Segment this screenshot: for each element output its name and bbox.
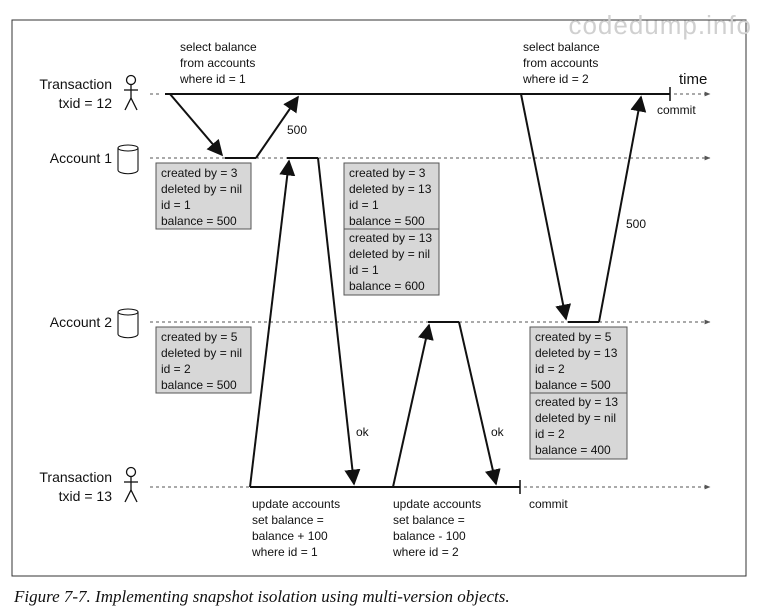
update-id1-arrows	[249, 157, 361, 488]
query-line: where id = 2	[392, 545, 459, 559]
transaction-12-timeline	[150, 87, 711, 101]
query-update-id2: update accounts set balance = balance - …	[392, 497, 481, 559]
record-account2-v2: created by = 13 deleted by = nil id = 2 …	[529, 392, 628, 460]
record-line: balance = 500	[535, 378, 611, 392]
transaction-13-label-line1: Transaction	[39, 469, 112, 485]
record-line: balance = 600	[349, 279, 425, 293]
record-line: created by = 3	[349, 166, 426, 180]
query-select-id2: select balance from accounts where id = …	[522, 40, 600, 86]
record-account1-v1: created by = 3 deleted by = nil id = 1 b…	[155, 162, 252, 230]
time-label: time	[679, 71, 707, 88]
query-update-id1: update accounts set balance = balance + …	[251, 497, 340, 559]
record-line: created by = 13	[349, 231, 432, 245]
query-line: update accounts	[393, 497, 481, 511]
record-line: created by = 13	[535, 395, 618, 409]
record-account2-v1: created by = 5 deleted by = nil id = 2 b…	[155, 326, 252, 394]
record-line: deleted by = nil	[161, 182, 242, 196]
return-label-update-id1: ok	[356, 425, 370, 439]
record-line: deleted by = 13	[535, 346, 618, 360]
record-account2-v1-deleted: created by = 5 deleted by = 13 id = 2 ba…	[529, 326, 628, 394]
account-1-label: Account 1	[50, 150, 112, 166]
update-id2-arrows	[392, 321, 501, 488]
account-2-label: Account 2	[50, 314, 112, 330]
query-line: select balance	[180, 40, 257, 54]
query-line: set balance =	[252, 513, 324, 527]
transaction-13-timeline	[150, 480, 711, 494]
record-account1-v2: created by = 13 deleted by = nil id = 1 …	[343, 228, 440, 296]
query-line: from accounts	[180, 56, 255, 70]
select-id2-arrows	[520, 93, 647, 323]
record-line: created by = 5	[161, 330, 238, 344]
return-label-select-id1: 500	[287, 123, 307, 137]
query-line: balance + 100	[252, 529, 328, 543]
record-line: id = 1	[161, 198, 191, 212]
record-line: balance = 500	[349, 214, 425, 228]
query-select-id1: select balance from accounts where id = …	[179, 40, 257, 86]
account-1-database-icon	[117, 144, 139, 175]
query-line: select balance	[523, 40, 600, 54]
record-line: id = 1	[349, 263, 379, 277]
record-line: id = 2	[161, 362, 191, 376]
watermark: codedump.info	[568, 10, 752, 40]
query-line: from accounts	[523, 56, 598, 70]
record-line: deleted by = nil	[535, 411, 616, 425]
transaction-12-label-line1: Transaction	[39, 76, 112, 92]
record-line: balance = 400	[535, 443, 611, 457]
record-line: id = 2	[535, 362, 565, 376]
query-line: set balance =	[393, 513, 465, 527]
commit-label-txid-13: commit	[529, 497, 568, 511]
commit-label-txid-12: commit	[657, 103, 696, 117]
return-label-select-id2: 500	[626, 217, 646, 231]
query-line: balance - 100	[393, 529, 466, 543]
select-id1-arrows	[169, 93, 299, 159]
record-line: balance = 500	[161, 214, 237, 228]
query-line: update accounts	[252, 497, 340, 511]
record-line: balance = 500	[161, 378, 237, 392]
query-line: where id = 2	[522, 72, 589, 86]
query-line: where id = 1	[179, 72, 246, 86]
record-line: deleted by = nil	[349, 247, 430, 261]
return-label-update-id2: ok	[491, 425, 505, 439]
record-line: id = 1	[349, 198, 379, 212]
record-line: deleted by = 13	[349, 182, 432, 196]
figure-frame	[11, 19, 747, 577]
record-line: id = 2	[535, 427, 565, 441]
record-line: deleted by = nil	[161, 346, 242, 360]
record-line: created by = 5	[535, 330, 612, 344]
transaction-13-label-line2: txid = 13	[59, 488, 113, 504]
account-2-database-icon	[117, 308, 139, 339]
record-account1-v1-deleted: created by = 3 deleted by = 13 id = 1 ba…	[343, 162, 440, 230]
figure-caption: Figure 7-7. Implementing snapshot isolat…	[13, 587, 510, 606]
transaction-12-label-line2: txid = 12	[59, 95, 113, 111]
transaction-12-person-icon	[124, 74, 138, 111]
transaction-13-person-icon	[124, 466, 138, 503]
query-line: where id = 1	[251, 545, 318, 559]
record-line: created by = 3	[161, 166, 238, 180]
